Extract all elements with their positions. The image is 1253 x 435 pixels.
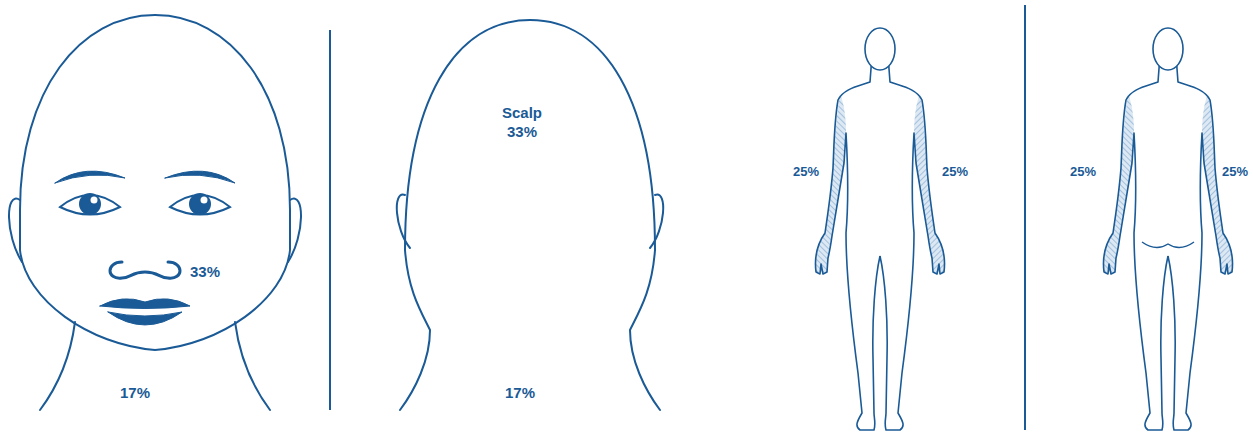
iris [190,194,210,214]
front-body [815,28,944,430]
divider [1024,5,1026,430]
back-head [397,20,663,410]
ear [650,195,663,248]
divider [329,30,331,410]
head-outline [405,20,655,250]
buttocks-line [1142,242,1194,248]
percentage-label: 25% [793,165,819,180]
eyebrow [165,171,235,183]
face-outline [20,15,290,350]
percentage-label: 33% [507,123,537,140]
body-head [865,28,895,70]
neck-line [235,322,270,410]
percentage-label: 17% [505,384,535,401]
eyebrow [55,171,125,183]
lower-lip [108,312,182,325]
percentage-label: 25% [1070,165,1096,180]
ear [397,195,410,248]
iris [80,194,100,214]
left-ear [9,199,22,262]
nose [110,262,180,278]
region-name: Scalp [502,104,542,121]
percentage-label: 17% [120,384,150,401]
eye [170,195,230,215]
neck-line [400,250,430,410]
front-head [9,15,301,410]
percentage-label: 33% [190,263,220,280]
neck-line [630,250,660,410]
eye-highlight [201,197,208,204]
body-head [1153,28,1183,70]
eye-highlight [91,197,98,204]
percentage-label: 25% [942,165,968,180]
back-body [1103,28,1232,430]
upper-lip [100,299,190,309]
body-right [880,66,945,430]
neck-line [40,322,75,410]
right-ear [288,199,301,262]
body-left [815,66,880,430]
percentage-label: 25% [1222,165,1248,180]
eye [60,195,120,215]
